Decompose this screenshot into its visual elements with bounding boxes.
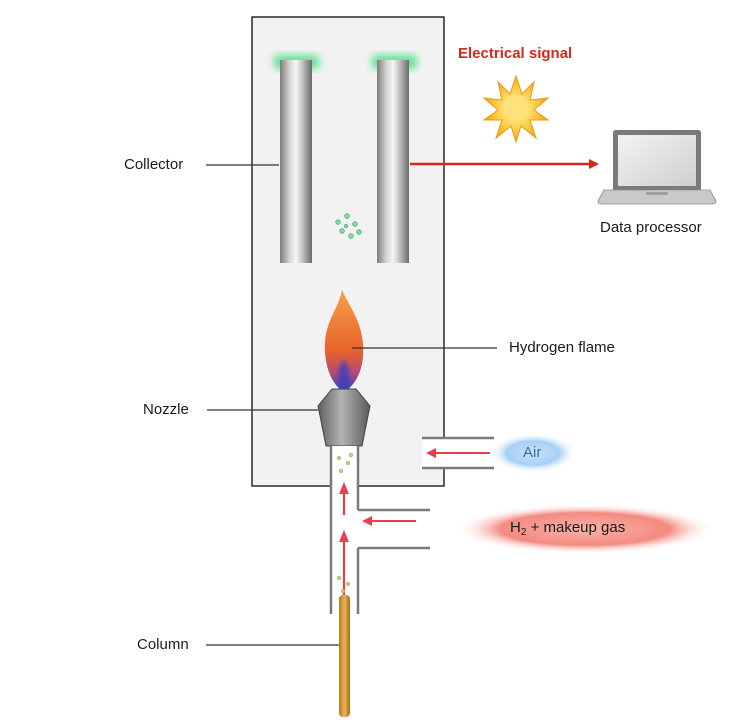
sample-particles xyxy=(336,452,354,594)
h2-makeup-gas-label: H2 + makeup gas xyxy=(510,519,625,538)
air-glow xyxy=(489,433,577,473)
laptop-icon xyxy=(597,130,717,205)
ion-particles xyxy=(335,213,362,239)
h2-inlet-tube xyxy=(358,508,430,550)
air-inlet-tube xyxy=(422,436,494,470)
hydrogen-flame-label: Hydrogen flame xyxy=(509,339,615,356)
collector-electrodes xyxy=(274,55,417,263)
leader-lines xyxy=(206,164,497,646)
column-label: Column xyxy=(137,636,189,653)
data-processor-label: Data processor xyxy=(600,219,702,236)
h2-glow xyxy=(455,504,715,554)
collector-label: Collector xyxy=(124,156,184,173)
nozzle xyxy=(317,388,371,447)
electrical-signal-label: Electrical signal xyxy=(458,45,573,62)
starburst-icon xyxy=(482,74,550,144)
hydrogen-flame xyxy=(324,290,364,392)
h2-suffix: + makeup gas xyxy=(526,519,626,536)
collector-electrode-right xyxy=(377,60,409,263)
h2-prefix: H xyxy=(510,519,521,536)
collector-electrode-left xyxy=(280,60,312,263)
nozzle-label: Nozzle xyxy=(143,401,189,418)
column xyxy=(339,595,350,717)
h2-subscript: 2 xyxy=(520,527,527,538)
air-label: Air xyxy=(523,444,542,461)
